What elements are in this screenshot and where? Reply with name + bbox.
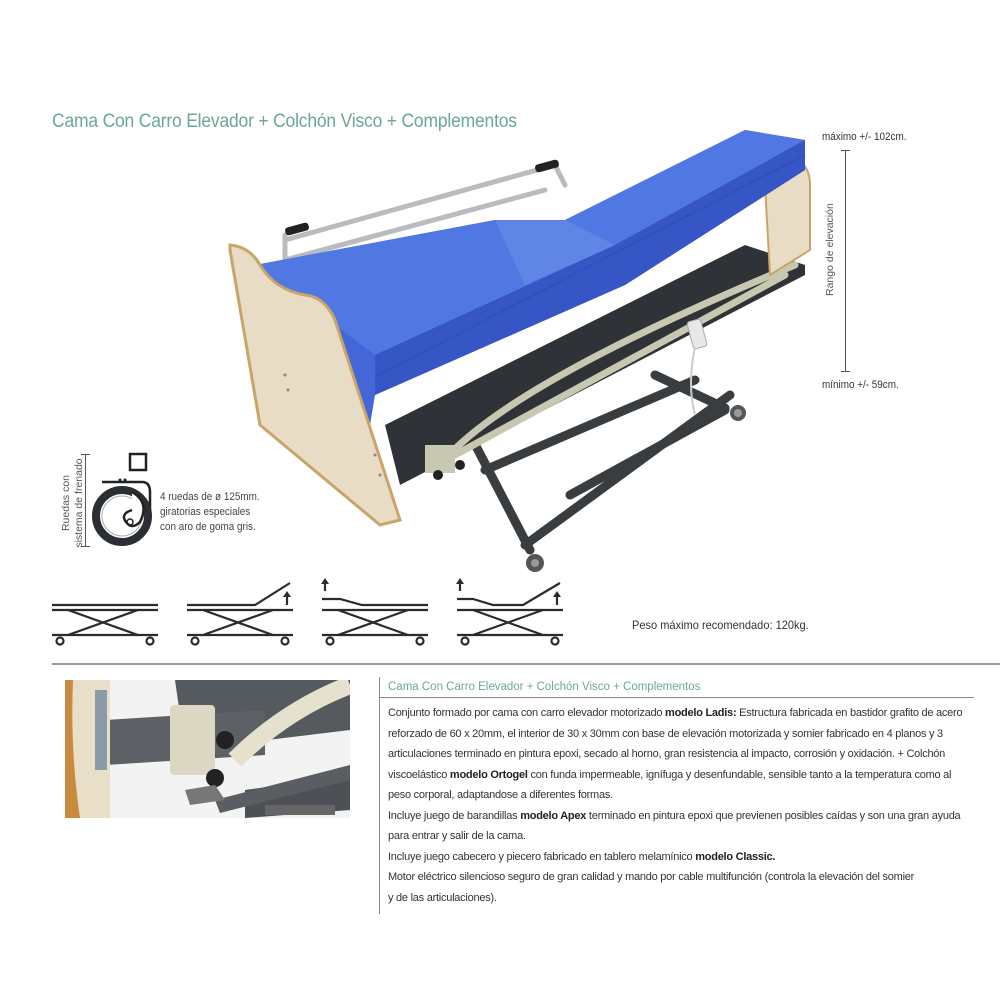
text: Incluye juego de barandillas bbox=[388, 809, 521, 822]
text: con funda impermeable, ignífuga y desenf… bbox=[388, 768, 952, 802]
bed-product-image bbox=[228, 130, 811, 572]
elevation-range-label: Rango de elevación bbox=[824, 203, 836, 296]
text: Motor eléctrico silencioso seguro de gra… bbox=[388, 871, 915, 883]
page-title: Cama Con Carro Elevador + Colchón Visco … bbox=[52, 111, 517, 132]
text: y de las articulaciones). bbox=[388, 891, 497, 904]
model-apex: modelo Apex bbox=[520, 809, 587, 822]
max-weight-label: Peso máximo recomendado: 120kg. bbox=[632, 618, 809, 632]
model-ladis: modelo Ladis: bbox=[665, 707, 737, 719]
wheels-description: 4 ruedas de ø 125mm. giratorias especial… bbox=[160, 490, 260, 535]
bed-position-head-raised-icon bbox=[187, 582, 293, 646]
description-body: Conjunto formado por cama con carro elev… bbox=[380, 698, 974, 914]
text: Incluye juego cabecero y piecero fabrica… bbox=[388, 850, 696, 863]
elevation-max-label: máximo +/- 102cm. bbox=[822, 131, 907, 143]
description-title: Cama Con Carro Elevador + Colchón Visco … bbox=[380, 677, 974, 698]
description-paragraph-3: Incluye juego cabecero y piecero fabrica… bbox=[388, 847, 974, 868]
text: Estructura fabricada en bastidor grafito… bbox=[388, 707, 963, 781]
wheels-desc-line3: con aro de goma gris. bbox=[160, 521, 256, 533]
product-description: Cama Con Carro Elevador + Colchón Visco … bbox=[379, 677, 974, 914]
text: Conjunto formado por cama con carro elev… bbox=[388, 707, 666, 719]
text: terminado en pintura epoxi que previenen… bbox=[388, 809, 961, 843]
wheel-dimension-line bbox=[81, 454, 90, 547]
bed-position-foot-raised-icon bbox=[321, 578, 428, 646]
wheels-desc-line2: giratorias especiales bbox=[160, 506, 251, 518]
bed-positions bbox=[50, 575, 565, 647]
description-paragraph-2: Incluye juego de barandillas modelo Apex… bbox=[388, 806, 974, 847]
model-ortogel: modelo Ortogel bbox=[449, 768, 528, 781]
section-divider bbox=[52, 663, 1000, 665]
description-paragraph-4: Motor eléctrico silencioso seguro de gra… bbox=[388, 867, 974, 908]
wheels-side-label-line1: Ruedas con bbox=[60, 474, 72, 532]
wheels-desc-line1: 4 ruedas de ø 125mm. bbox=[160, 491, 260, 503]
bed-position-flat-icon bbox=[52, 603, 158, 646]
description-paragraph-1: Conjunto formado por cama con carro elev… bbox=[388, 703, 974, 806]
frame-detail-image bbox=[65, 680, 350, 818]
caster-wheel-icon bbox=[92, 452, 152, 546]
caster-wheel-icon bbox=[526, 405, 746, 572]
elevation-min-label: mínimo +/- 59cm. bbox=[822, 379, 899, 391]
bed-position-both-raised-icon bbox=[456, 578, 563, 646]
elevation-range-line bbox=[841, 150, 850, 372]
wheels-side-label: Ruedas con sistema de frenado bbox=[60, 458, 86, 548]
model-classic: modelo Classic. bbox=[695, 850, 776, 863]
